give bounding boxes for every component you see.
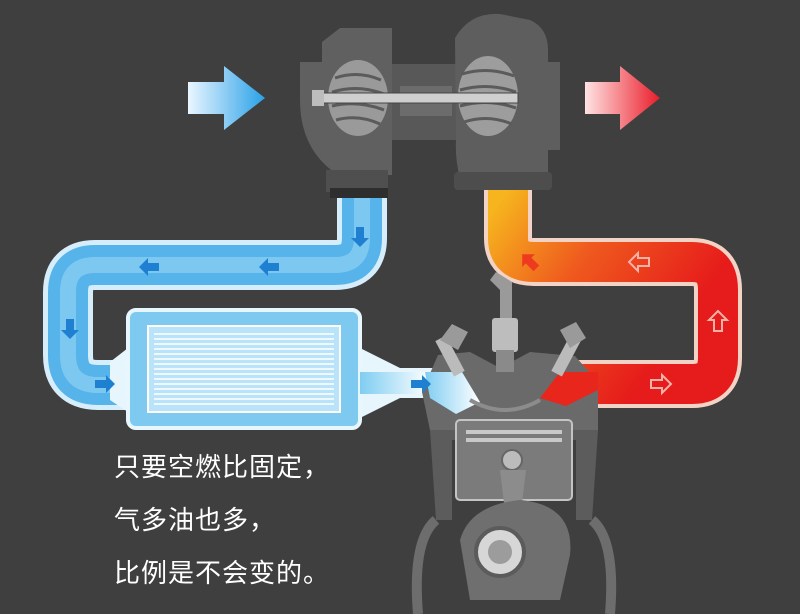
flow-direction-arrow-icon (411, 375, 431, 393)
caption-line-3: 比例是不会变的。 (114, 559, 331, 589)
flow-direction-arrow-icon (95, 375, 115, 393)
exhaust-gas-pipe (484, 190, 742, 408)
intake-air-pipe (43, 195, 387, 410)
caption-line-1: 只要空燃比固定， (114, 453, 331, 483)
flow-direction-arrow-icon (650, 372, 673, 396)
flow-direction-arrow-icon (259, 258, 279, 276)
flow-direction-arrow-icon (522, 254, 540, 272)
air-intake-arrow-icon (188, 66, 265, 130)
flow-direction-arrows (61, 227, 730, 396)
turbocharger (300, 13, 560, 198)
flow-direction-arrow-icon (706, 309, 730, 332)
exhaust-outlet-arrow-icon (585, 66, 660, 130)
engine-cylinder (411, 272, 617, 614)
flow-direction-arrow-icon (139, 258, 159, 276)
intercooler (110, 308, 440, 430)
flow-direction-arrow-icon (61, 319, 79, 339)
flow-direction-arrow-icon (351, 227, 369, 247)
caption-line-2: 气多油也多， (114, 506, 277, 536)
flow-direction-arrow-icon (627, 250, 650, 274)
